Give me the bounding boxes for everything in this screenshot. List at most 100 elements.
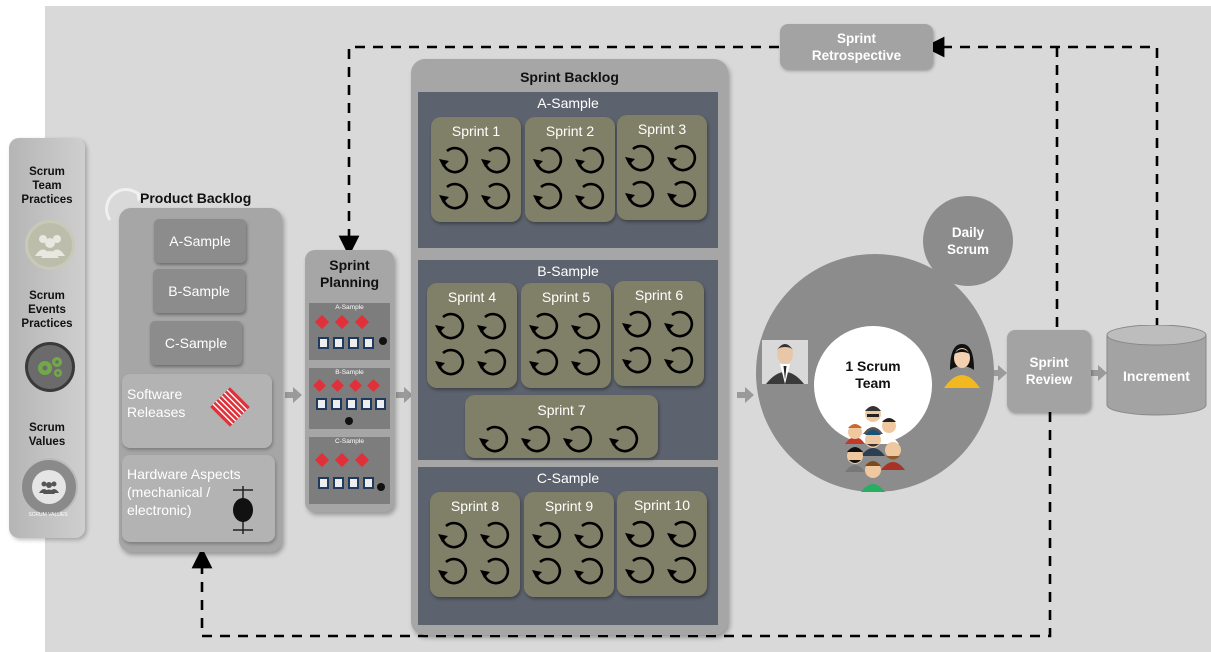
sprint-card: Sprint 3 — [617, 115, 707, 220]
sprint-card: Sprint 2 — [525, 117, 615, 222]
iteration-icon — [438, 557, 468, 585]
sprint-card: Sprint 8 — [430, 492, 520, 597]
refresh-arrow-icon — [105, 188, 144, 221]
sprint-retrospective-box: Sprint Retrospective — [780, 24, 933, 69]
iteration-icon — [667, 520, 697, 548]
team-practices-label: Scrum Team Practices — [21, 166, 73, 206]
retro-to-planning-line — [923, 36, 1159, 328]
flow-arrow-4 — [990, 365, 1007, 381]
iteration-icons — [529, 312, 601, 376]
sprint-backlog-title: Sprint Backlog — [520, 69, 619, 85]
values-label: Scrum Values — [28, 422, 66, 448]
planning-panel-a-items — [314, 314, 387, 349]
iteration-icon — [563, 425, 593, 453]
sprint-label: Sprint 3 — [637, 121, 687, 137]
iteration-icon — [480, 557, 510, 585]
review-to-backlog-line — [191, 412, 1052, 638]
sprint-card: Sprint 1 — [431, 117, 521, 222]
iteration-icon — [664, 346, 694, 374]
iteration-icon — [435, 348, 465, 376]
sprint-review-box: Sprint Review — [1007, 330, 1091, 412]
iteration-icon — [480, 521, 510, 549]
backlog-b-sample: B-Sample — [153, 269, 245, 313]
sprint-planning-title: Sprint Planning — [319, 257, 380, 290]
software-releases-box — [122, 374, 272, 448]
hardware-aspects-label: Hardware Aspects (mechanical / electroni… — [127, 466, 241, 518]
product-owner-icon — [762, 340, 808, 384]
iteration-icon — [625, 520, 655, 548]
hardware-aspects-box — [122, 455, 275, 542]
iteration-icon — [439, 146, 469, 174]
sprint-card: Sprint 5 — [521, 283, 611, 388]
iteration-icon — [533, 146, 563, 174]
iteration-icon — [533, 182, 563, 210]
scrum-master-icon — [944, 344, 980, 388]
iteration-icon — [477, 348, 507, 376]
iteration-icon — [622, 346, 652, 374]
iteration-icon — [575, 182, 605, 210]
iteration-icons — [438, 521, 510, 585]
flow-arrow-5 — [1090, 365, 1107, 381]
sample-a-title: A-Sample — [537, 95, 599, 111]
sprint-card: Sprint 6 — [614, 281, 704, 386]
iteration-icon — [435, 312, 465, 340]
iteration-icon — [439, 182, 469, 210]
sprint-card: Sprint 9 — [524, 492, 614, 597]
iteration-icon — [625, 144, 655, 172]
iteration-icons — [625, 520, 697, 584]
values-ring-text: SCRUM VALUES — [28, 512, 68, 518]
sprint-card: Sprint 4 — [427, 283, 517, 388]
iteration-icon — [625, 180, 655, 208]
iteration-icon — [481, 182, 511, 210]
iteration-icon — [622, 310, 652, 338]
team-members-icon — [845, 406, 905, 492]
planning-panel-c-items — [314, 452, 385, 491]
sprint-label: Sprint 10 — [633, 497, 691, 513]
planning-panel-b-label: B-Sample — [335, 369, 364, 376]
iteration-icons — [439, 146, 511, 210]
scrum-team-inner — [814, 326, 932, 444]
iteration-icon — [571, 312, 601, 340]
iteration-icon — [664, 310, 694, 338]
iteration-icon — [571, 348, 601, 376]
iteration-icon — [574, 521, 604, 549]
iteration-icons — [622, 310, 694, 374]
increment-cylinder — [1106, 325, 1207, 416]
iteration-icon — [667, 556, 697, 584]
iteration-icon — [575, 146, 605, 174]
sprint-label: Sprint 8 — [450, 498, 500, 514]
iteration-icons — [479, 425, 639, 453]
iteration-icon — [625, 556, 655, 584]
iteration-icon — [574, 557, 604, 585]
retro-left-line — [338, 45, 779, 257]
iteration-icon — [438, 521, 468, 549]
iteration-icon — [521, 425, 551, 453]
scrum-team-label: 1 Scrum Team — [845, 358, 901, 391]
iteration-icon — [481, 146, 511, 174]
iteration-icons — [533, 146, 605, 210]
software-chip-icon — [210, 387, 250, 427]
hardware-component-icon — [233, 486, 253, 534]
sprint-card-wide: Sprint 7 — [465, 395, 658, 458]
sample-b-title: B-Sample — [537, 263, 599, 279]
iteration-icon — [479, 425, 509, 453]
planning-panel-b-items — [313, 379, 386, 425]
sample-c-title: C-Sample — [536, 470, 600, 486]
gears-icon — [25, 342, 75, 392]
iteration-icon — [532, 521, 562, 549]
events-practices-label: Scrum Events Practices — [21, 290, 73, 330]
iteration-icons — [532, 521, 604, 585]
sprint-label: Sprint 2 — [545, 123, 595, 139]
planning-panel-b: B-Sample — [309, 368, 390, 429]
iteration-icons — [435, 312, 507, 376]
scrum-values-icon — [20, 458, 78, 516]
backlog-a-sample: A-Sample — [154, 219, 246, 263]
product-backlog-title: Product Backlog — [140, 190, 252, 206]
iteration-icon — [529, 312, 559, 340]
iteration-icon — [667, 144, 697, 172]
sprint-label: Sprint 4 — [447, 289, 497, 305]
iteration-icon — [609, 425, 639, 453]
flow-arrow-3 — [737, 387, 754, 403]
